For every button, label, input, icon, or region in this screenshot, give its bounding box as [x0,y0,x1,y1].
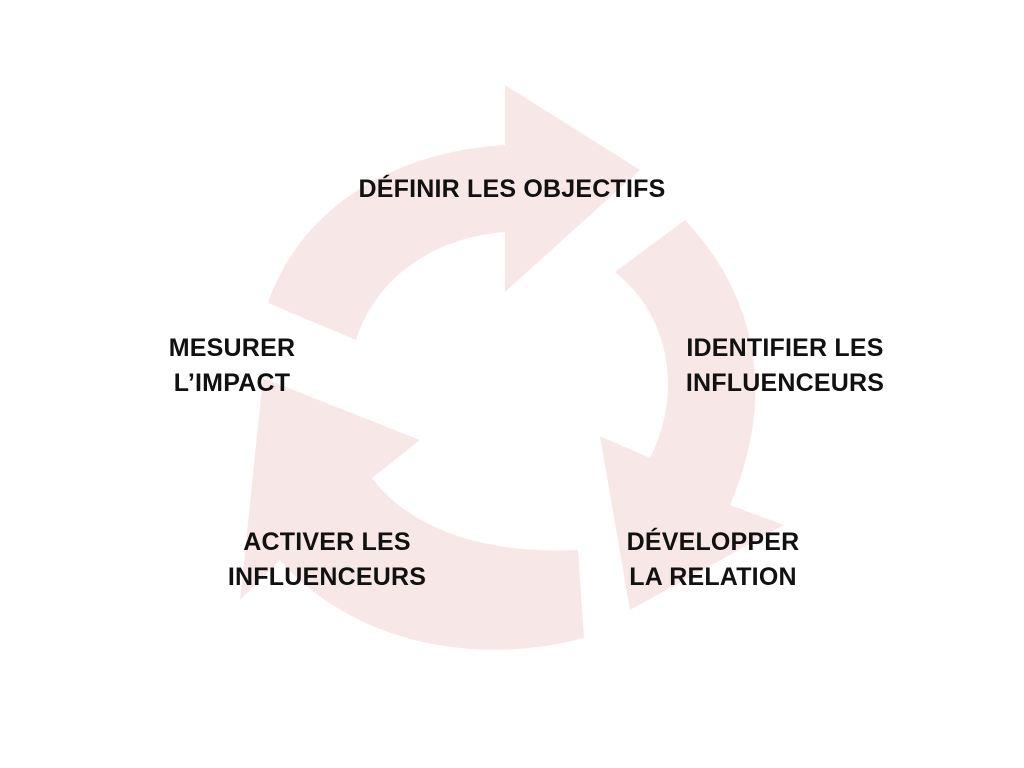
step-label-line: L’IMPACT [173,369,291,397]
step-label-line: LA RELATION [629,563,797,591]
step-label-line: ACTIVER LES [243,528,411,556]
step-label-line: IDENTIFIER LES [686,334,884,362]
step-label-line: DÉFINIR LES OBJECTIFS [358,175,666,203]
step-label-line: DÉVELOPPER [626,528,800,556]
step-label-measure-impact: MESURER L’IMPACT [112,331,352,401]
step-label-develop-relationship: DÉVELOPPER LA RELATION [583,525,843,595]
step-label-line: INFLUENCEURS [227,563,427,591]
cycle-arrow-right [600,220,784,610]
cycle-arrow-left [240,378,584,650]
step-label-identify-influencers: IDENTIFIER LES INFLUENCEURS [645,331,925,401]
cycle-arrows [240,85,784,650]
step-label-activate-influencers: ACTIVER LES INFLUENCEURS [187,525,467,595]
cycle-arrow-top [268,85,640,340]
step-label-define-objectives: DÉFINIR LES OBJECTIFS [312,172,712,207]
step-label-line: MESURER [168,334,296,362]
step-label-line: INFLUENCEURS [685,369,885,397]
